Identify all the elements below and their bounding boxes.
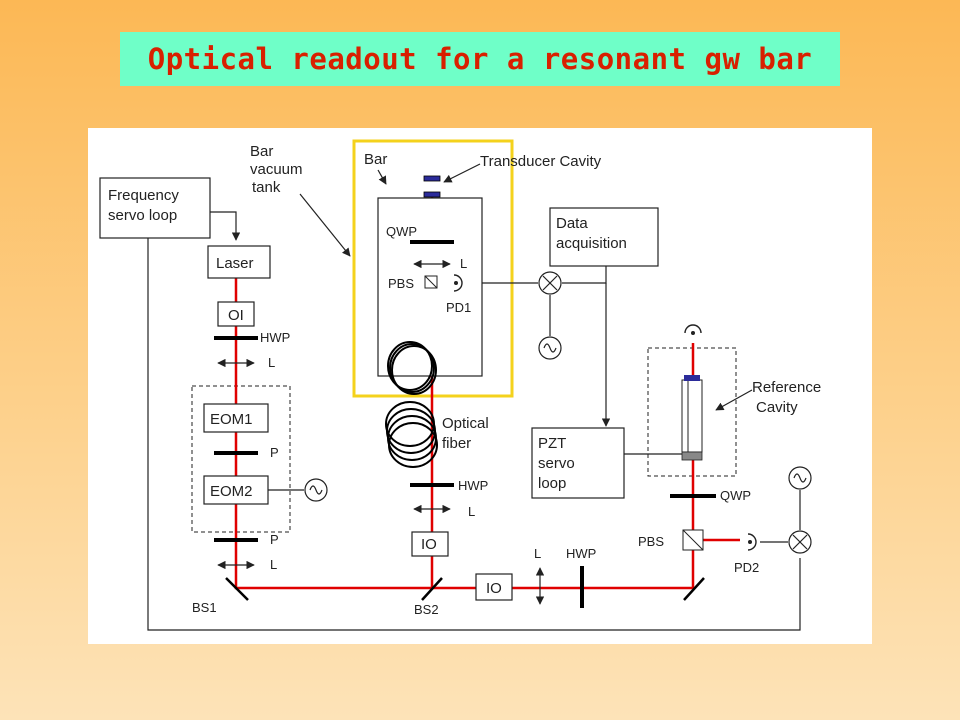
l-label-3: L (460, 256, 467, 271)
fiber-coil-4 (388, 422, 438, 468)
laser-beam-path (234, 192, 740, 590)
reference-cavity-pzt (681, 451, 703, 461)
pbs-label-2: PBS (638, 534, 664, 549)
optical-setup-diagram: Frequency servo loop Laser OI HWP L EOM1… (99, 139, 821, 631)
tank-label-line1: Bar (250, 143, 273, 160)
pzt-servo-box (531, 427, 625, 499)
data-acq-label-line2: acquisition (556, 235, 627, 252)
transducer-cavity-top (423, 175, 441, 182)
reference-cavity-body (681, 379, 703, 453)
fiber-coil-tank-1 (389, 343, 435, 393)
hwp-label-1: HWP (260, 330, 290, 345)
optical-fiber-label-line2: fiber (442, 435, 471, 452)
pd2-dot (748, 540, 752, 544)
pzt-label-line3: loop (538, 475, 566, 492)
hwp-label-3: HWP (566, 546, 596, 561)
oscillator-2-wave (543, 343, 557, 353)
oi-box (217, 301, 255, 327)
bs2-mirror (421, 577, 443, 601)
eom2-label: EOM2 (210, 483, 253, 500)
io-box-2 (475, 573, 513, 601)
pbs-diag-2 (682, 529, 704, 551)
io-label-2: IO (486, 580, 502, 597)
io-label-1: IO (421, 536, 437, 553)
reference-label-line2: Cavity (756, 399, 798, 416)
bs2-label: BS2 (414, 602, 439, 617)
freq-servo-label-line1: Frequency (108, 187, 179, 204)
reference-pointer-arrow (715, 389, 753, 411)
mixer-2-x-b (792, 534, 808, 550)
pbs-label-1: PBS (388, 276, 414, 291)
diagram-panel: Frequency servo loop Laser OI HWP L EOM1… (88, 128, 872, 644)
pd-top-detector (684, 324, 702, 334)
fiber-coil-tank-3 (387, 341, 433, 391)
oi-label: OI (228, 307, 244, 324)
oscillator-3-wave (793, 473, 807, 483)
l-label-2: L (270, 557, 277, 572)
tank-label-line2: vacuum (250, 161, 303, 178)
eom1-label: EOM1 (210, 411, 253, 428)
bs1-mirror (225, 577, 249, 601)
pzt-label-line2: servo (538, 455, 575, 472)
tank-pointer-arrow (299, 193, 351, 257)
p-label-1: P (270, 445, 279, 460)
eom2-box (203, 475, 269, 505)
laser-label: Laser (216, 255, 254, 272)
eom1-box (203, 403, 269, 433)
data-acq-label-line1: Data (556, 215, 588, 232)
l-label-4: L (468, 504, 475, 519)
p-label-2: P (270, 532, 279, 547)
pzt-label-line1: PZT (538, 435, 566, 452)
eom-dashed-group (191, 385, 291, 533)
frequency-servo-box (99, 177, 211, 239)
transducer-label: Transducer Cavity (480, 153, 602, 170)
transducer-cavity-bottom (423, 191, 441, 198)
title-banner: Optical readout for a resonant gw bar (120, 32, 840, 86)
pd1-dot (454, 281, 458, 285)
page-title: Optical readout for a resonant gw bar (147, 42, 813, 76)
io-box-1 (411, 531, 449, 557)
bar-pointer-arrow (377, 169, 387, 185)
qwp-label-2: QWP (720, 488, 751, 503)
bar-label: Bar (364, 151, 387, 168)
oscillator-1-wave (309, 485, 323, 495)
pd-top-dot (691, 331, 695, 335)
optical-fiber-label-line1: Optical (442, 415, 489, 432)
bs1-label: BS1 (192, 600, 217, 615)
l-label-1: L (268, 355, 275, 370)
pd2-detector (747, 533, 757, 551)
qwp-label-1: QWP (386, 224, 417, 239)
mixer-1-x-b (542, 275, 558, 291)
hwp-label-2: HWP (458, 478, 488, 493)
pd2-label: PD2 (734, 560, 759, 575)
laser-box (207, 245, 271, 279)
pd1-label: PD1 (446, 300, 471, 315)
mirror-right (683, 577, 705, 601)
reference-cavity-top-mirror (684, 375, 700, 381)
pd1-detector (453, 274, 463, 292)
tank-label-line3: tank (252, 179, 281, 196)
freq-servo-label-line2: servo loop (108, 207, 177, 224)
reference-label-line1: Reference (752, 379, 821, 396)
fiber-coil-tank-2 (391, 345, 437, 395)
data-acquisition-box (549, 207, 659, 267)
pbs-diag-1 (424, 275, 438, 289)
l-label-5: L (534, 546, 541, 561)
transducer-pointer-arrow (443, 163, 481, 183)
